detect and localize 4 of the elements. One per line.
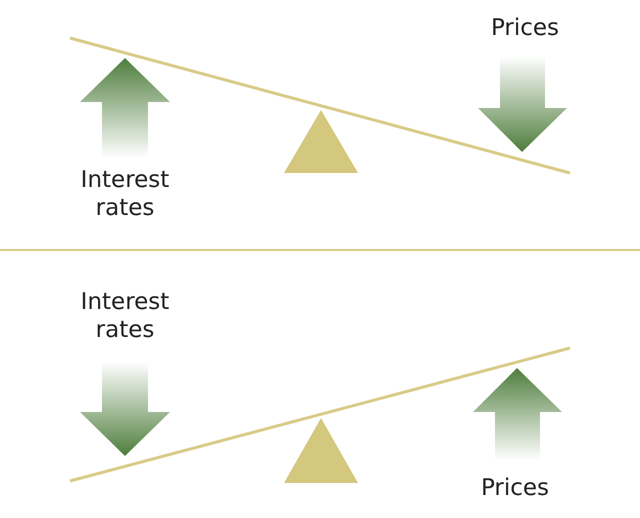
interest-rates-label: Interest rates [80, 288, 170, 344]
prices-label: Prices [480, 474, 550, 502]
interest-rates-label: Interest rates [80, 166, 170, 222]
prices-label: Prices [490, 14, 560, 42]
